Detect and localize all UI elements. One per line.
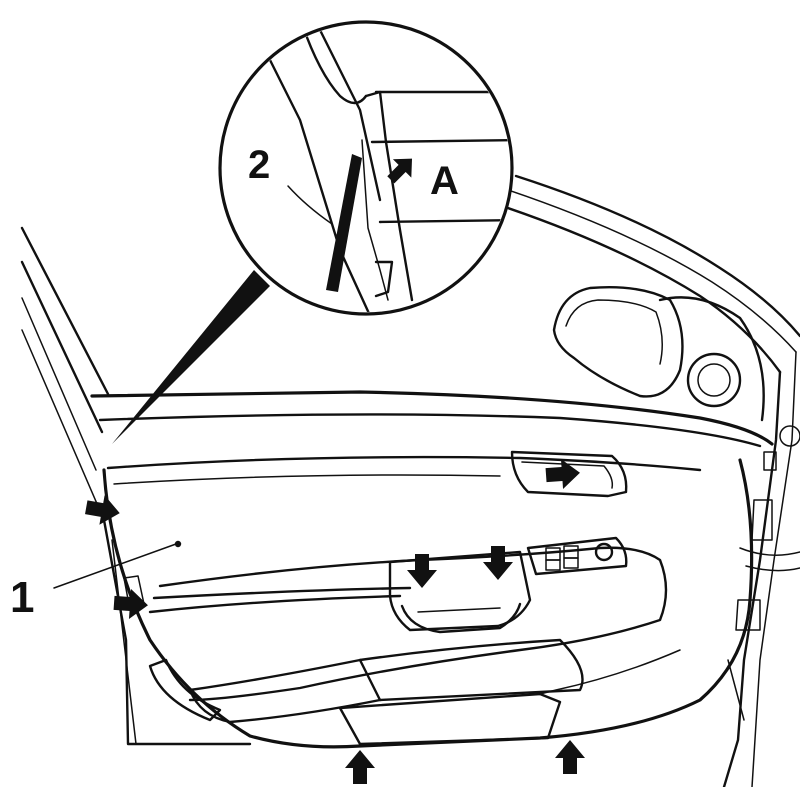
panel-belt-line-2 [113,474,501,485]
tweeter-housing [552,286,765,422]
leader-dot-1 [174,540,182,548]
mirror-housing-outline [552,286,684,398]
panel-belt-line [106,455,702,472]
detail-clip-seat [364,90,414,302]
removal-tool [326,154,362,292]
kick-plate-edge [539,649,681,695]
latch-block [751,499,773,541]
frame-line [21,297,97,471]
label-a: A [430,159,459,203]
frame-line [722,370,782,787]
housing-edge [658,296,765,422]
detail-pointer-wedge [112,270,270,444]
kick-plate [338,692,562,746]
arrow-armrest-right [483,546,513,580]
latch-block [735,599,761,631]
armrest-switch-panel [388,550,532,632]
frame-line [102,518,252,746]
fastener [779,425,800,447]
frame-line [111,539,137,745]
frame-line [20,226,110,396]
armrest-edge [152,586,412,600]
callout-1: 1 [10,540,182,622]
speaker-grille [148,658,222,722]
detail-panel-line [378,218,510,224]
mirror-control-knob [594,542,614,562]
detail-trim-curve [298,24,368,105]
leader-line-1 [53,543,177,589]
detail-panel-line [370,138,510,144]
arrow-bottom-right [555,740,585,774]
detail-circle [218,20,514,316]
detail-door-edge [318,28,382,202]
door-pocket-right [358,638,584,702]
armrest-edge-lower [148,594,402,614]
frame-line [727,659,745,721]
detail-content [258,24,510,312]
pull-handle [400,602,522,634]
detail-clip-seat-inner [361,139,389,301]
window-switch [545,559,561,571]
mirror-housing-inner [565,299,663,365]
window-switch [563,557,579,569]
panel-top-edge-inner [98,413,762,448]
label-2: 2 [248,143,270,187]
label-1: 1 [10,573,34,622]
speaker-inner [697,363,731,397]
latch-block [763,451,777,471]
frame-line [20,260,104,434]
detail-magnifier: 2 A [112,20,514,444]
door-trim-panel [90,390,774,749]
speaker-outer [686,352,742,408]
arrow-handle [544,457,582,491]
frame-line [21,329,105,521]
window-switch-cluster [526,536,628,576]
detail-trim-edge [258,38,374,312]
handle-recess [510,450,628,498]
arrow-left-upper [83,492,123,528]
wire [739,547,800,556]
frame-line [500,204,782,374]
arrow-detail-a [387,158,413,184]
leader-line-2 [287,185,333,225]
window-switch [545,547,561,561]
door-frame [20,174,800,787]
detail-clip-tab [374,260,394,298]
frame-line [507,189,797,353]
arrow-bottom-left [345,750,375,784]
frame-line [751,351,797,787]
frame-line [514,174,800,338]
panel-top-edge [90,390,774,446]
panel-outline [102,458,754,749]
handle-recess-inner [521,461,614,489]
pull-handle-inner [417,607,501,613]
